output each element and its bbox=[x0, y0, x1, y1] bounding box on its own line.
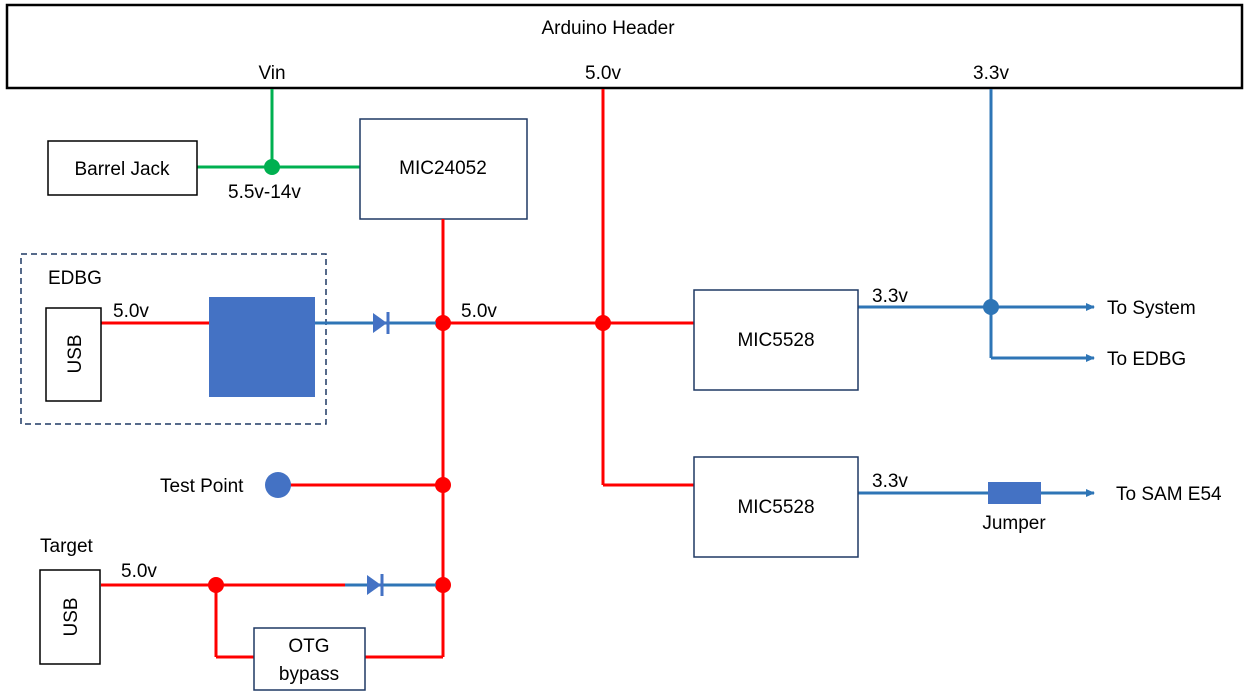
arduino-header-box bbox=[5, 3, 1244, 90]
jumper-block bbox=[988, 482, 1041, 504]
test-point-icon bbox=[265, 472, 291, 498]
mic24052-label: MIC24052 bbox=[399, 158, 487, 179]
target-usb-box bbox=[39, 569, 101, 665]
mic5528-upper-output-label: 3.3v bbox=[872, 286, 908, 307]
arduino-header-title: Arduino Header bbox=[541, 18, 675, 39]
mic5528-lower-output-label: 3.3v bbox=[872, 471, 908, 492]
target-label: Target bbox=[40, 536, 94, 557]
five-rail-label: 5.0v bbox=[585, 63, 621, 84]
bus-voltage-label: 5.0v bbox=[461, 301, 497, 322]
three-three-rail-label: 3.3v bbox=[973, 63, 1009, 84]
otg-bypass-label-line2: bypass bbox=[279, 664, 339, 685]
edbg-usb-voltage-label: 5.0v bbox=[113, 301, 149, 322]
vin-junction bbox=[264, 159, 280, 175]
test-point-label: Test Point bbox=[160, 476, 244, 497]
otg-bypass-box bbox=[253, 627, 366, 691]
jumper-label: Jumper bbox=[982, 513, 1046, 534]
edbg-diode-icon bbox=[373, 312, 390, 334]
edbg-chip bbox=[209, 297, 315, 397]
to-edbg-label: To EDBG bbox=[1107, 349, 1186, 370]
barrel-jack-box bbox=[47, 140, 198, 196]
vin-label: Vin bbox=[258, 63, 285, 84]
mic5528-lower-label: MIC5528 bbox=[737, 497, 814, 518]
to-system-label: To System bbox=[1107, 298, 1196, 319]
edbg-group-label: EDBG bbox=[48, 268, 102, 289]
target-usb-label: USB bbox=[61, 597, 82, 636]
edbg-usb-box bbox=[45, 307, 102, 402]
mic24052-box bbox=[359, 118, 528, 220]
mic5528-lower-box bbox=[693, 456, 859, 558]
edbg-group-border bbox=[20, 253, 327, 425]
five-volt-wiring bbox=[101, 89, 694, 659]
mic5528-upper-box bbox=[693, 289, 859, 391]
mic5528-upper-label: MIC5528 bbox=[737, 330, 814, 351]
vin-wiring bbox=[197, 89, 360, 169]
three-three-junction bbox=[983, 299, 999, 315]
barrel-jack-label: Barrel Jack bbox=[74, 159, 170, 180]
to-sam-e54-label: To SAM E54 bbox=[1116, 484, 1222, 505]
edbg-usb-label: USB bbox=[65, 334, 86, 373]
vin-range-label: 5.5v-14v bbox=[228, 182, 301, 203]
otg-bypass-label-line1: OTG bbox=[288, 636, 329, 657]
target-usb-voltage-label: 5.0v bbox=[121, 561, 157, 582]
red-junctions bbox=[208, 315, 611, 593]
target-diode-icon bbox=[367, 574, 384, 596]
